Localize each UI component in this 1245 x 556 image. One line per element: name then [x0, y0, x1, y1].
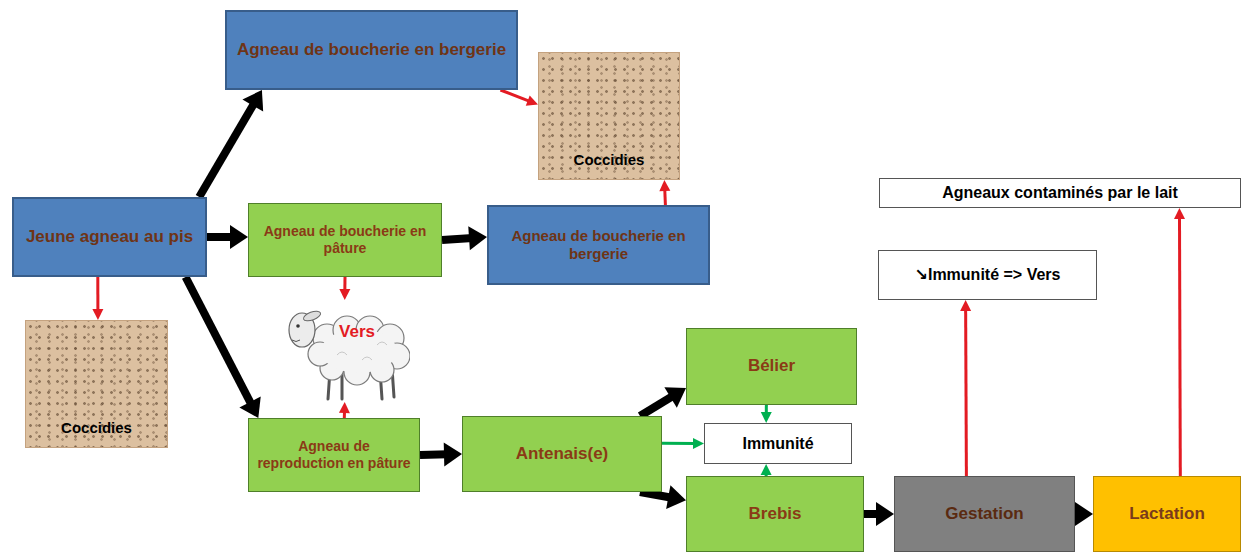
flow-arrow	[420, 442, 462, 466]
stage-box: Brebis	[686, 476, 864, 552]
node-label: ↘Immunité => Vers	[887, 265, 1088, 284]
node-label: Brebis	[695, 504, 855, 524]
arrow-shaft	[442, 238, 473, 240]
arrow-head	[92, 309, 103, 320]
node-label: Immunité	[713, 434, 843, 453]
stage-box: Lactation	[1093, 476, 1241, 552]
arrow-head	[1174, 208, 1185, 219]
stage-box: Gestation	[894, 476, 1075, 552]
node-label: Agneau de boucherie en bergerie	[235, 40, 508, 60]
arrow-shaft	[964, 309, 968, 476]
flow-arrow	[186, 277, 261, 418]
stage-box: Agneau de boucherie en bergerie	[487, 205, 710, 285]
effect-arrow	[339, 402, 350, 418]
arrow-head	[761, 412, 772, 423]
note-box: Immunité	[704, 423, 852, 464]
effect-arrow	[761, 464, 772, 476]
stage-box: Jeune agneau au pis	[12, 197, 207, 277]
arrow-shaft	[1178, 217, 1182, 476]
arrow-head	[468, 226, 487, 250]
arrow-head	[526, 95, 538, 105]
note-box: ↘Immunité => Vers	[878, 250, 1097, 300]
arrow-shaft	[640, 492, 672, 498]
arrow-head	[242, 90, 263, 112]
node-label: Agneaux contaminés par le lait	[888, 183, 1232, 202]
parasite-image: Coccidies	[25, 320, 168, 448]
arrow-head	[444, 442, 462, 466]
arrow-shaft	[662, 442, 695, 445]
stage-box: Antenais(e)	[462, 416, 662, 492]
arrow-shaft	[663, 189, 667, 205]
arrow-head	[876, 502, 894, 526]
arrow-shaft	[186, 277, 252, 405]
node-label: Agneau de reproduction en pâture	[257, 438, 411, 472]
arrow-head	[960, 300, 971, 311]
arrow-shaft	[420, 450, 448, 459]
node-label: Agneau de boucherie en pâture	[257, 223, 433, 257]
effect-arrow	[339, 277, 350, 300]
effect-arrow	[960, 300, 971, 476]
arrow-head	[339, 289, 350, 300]
stage-box: Agneau de reproduction en pâture	[248, 418, 420, 492]
stage-box: Bélier	[686, 328, 857, 405]
node-label: Coccidies	[547, 151, 671, 169]
node-label: Vers	[312, 322, 402, 342]
node-label: Antenais(e)	[471, 444, 653, 464]
note-box: Agneaux contaminés par le lait	[879, 178, 1241, 208]
stage-box: Agneau de boucherie en pâture	[248, 203, 442, 277]
arrow-shaft	[199, 102, 254, 197]
arrow-head	[761, 464, 772, 475]
flow-arrow	[864, 502, 894, 526]
arrow-shaft	[207, 233, 234, 241]
parasite-image: Coccidies	[538, 52, 680, 180]
arrow-head	[230, 225, 248, 249]
arrow-head	[666, 485, 686, 509]
effect-arrow	[92, 277, 103, 320]
arrow-head	[693, 438, 704, 449]
flow-arrow	[1075, 502, 1093, 526]
node-label: Lactation	[1102, 504, 1232, 524]
flow-arrow	[640, 387, 686, 416]
sheep-illustration	[282, 300, 410, 402]
arrow-head	[664, 387, 686, 408]
effect-arrow	[761, 405, 772, 423]
arrow-shaft	[640, 396, 674, 416]
stage-box: Agneau de boucherie en bergerie	[225, 10, 518, 90]
effect-arrow	[659, 180, 670, 205]
node-label: Gestation	[903, 504, 1066, 524]
arrow-head	[339, 402, 350, 413]
arrow-head	[659, 180, 670, 191]
flow-arrow	[207, 225, 248, 249]
arrow-shaft	[500, 90, 529, 101]
node-label: Agneau de boucherie en bergerie	[497, 227, 700, 263]
effect-arrow	[662, 438, 704, 449]
arrow-shaft	[96, 277, 99, 311]
flow-arrow	[199, 90, 263, 197]
node-label: Coccidies	[34, 419, 159, 437]
effect-arrow	[1174, 208, 1185, 476]
arrow-head	[239, 397, 260, 418]
flow-arrow	[442, 226, 487, 250]
arrow-head	[1075, 502, 1093, 526]
node-label: Jeune agneau au pis	[22, 227, 197, 247]
parasite-figure: Vers	[282, 300, 410, 402]
effect-arrow	[500, 90, 538, 106]
node-label: Bélier	[695, 356, 848, 376]
